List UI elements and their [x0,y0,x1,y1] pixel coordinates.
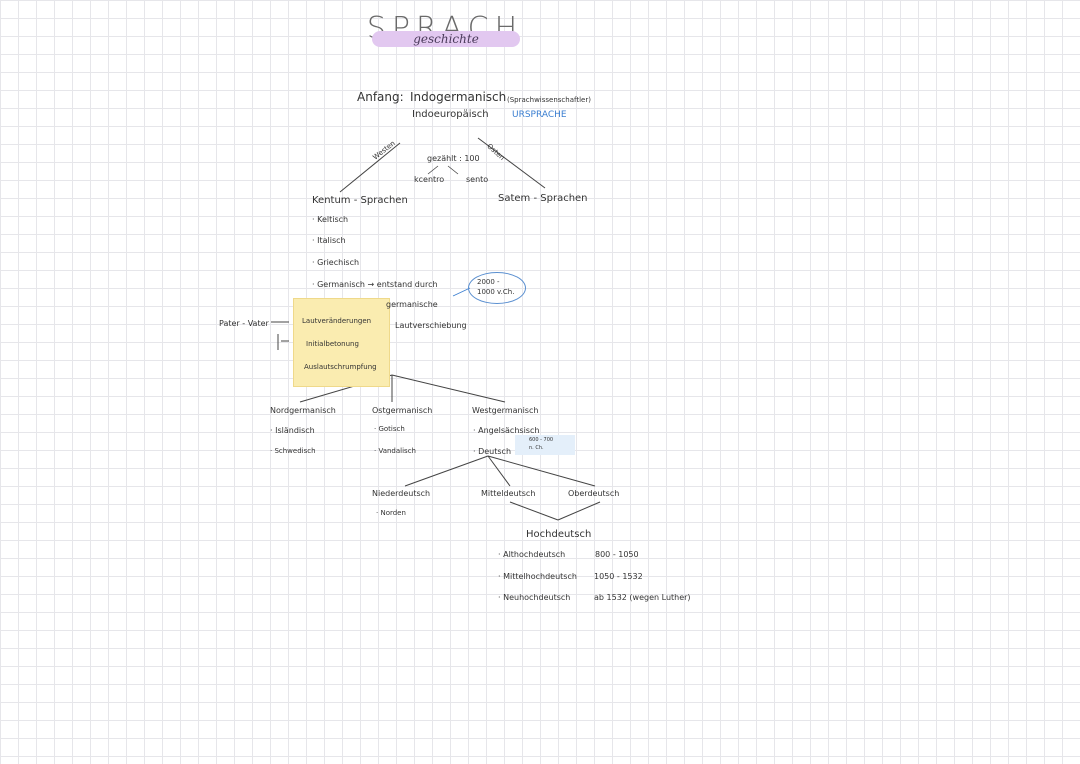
nordgermanisch-item: · Schwedisch [270,447,316,455]
title-subtitle: geschichte [372,31,520,47]
oberdeutsch-label: Oberdeutsch [568,489,620,498]
hochdeutsch-item-name: Althochdeutsch [503,550,566,559]
germanische-line2: Lautverschiebung [395,321,467,330]
kentum-item: · Keltisch [312,215,349,224]
date-note-line1: 600 - 700 [529,437,554,443]
hochdeutsch-item-range: 1050 - 1532 [594,572,643,581]
sticky-note-item: Auslautschrumpfung [304,363,377,371]
sticky-note-item: Initialbetonung [306,340,359,348]
westgermanisch-title: Westgermanisch [472,406,539,415]
westgermanisch-item-label: Deutsch [478,447,512,456]
westgermanisch-item: · Angelsächsisch [473,426,540,435]
kentum-item-label: Germanisch → entstand durch [317,280,438,289]
sticky-note [293,298,390,387]
anfang-label: Anfang: [357,90,404,104]
ober-hoch-line [557,501,601,521]
ostgermanisch-title: Ostgermanisch [372,406,433,415]
ostgermanisch-item: · Gotisch [374,425,405,433]
oval-line2: 1000 v.Ch. [477,288,515,296]
nordgermanisch-item-label: Isländisch [275,426,315,435]
gezaehlt-arrow-right [447,165,459,175]
anfang-note: (Sprachwissenschaftler) [507,96,591,104]
mitteldeutsch-label: Mitteldeutsch [481,489,536,498]
germanische-line1: germanische [386,300,438,309]
satem-branch-line [477,137,546,189]
kentum-item-label: Italisch [317,236,346,245]
westgermanisch-item-label: Angelsächsisch [478,426,540,435]
kentum-item-label: Griechisch [317,258,360,267]
kentum-item-label: Keltisch [317,215,349,224]
hochdeutsch-item: · Neuhochdeutsch [498,593,571,602]
kentum-branch-line [339,142,401,193]
ostgermanisch-item-label: Vandalisch [378,447,416,455]
nordgermanisch-item-label: Schwedisch [274,447,316,455]
mittel-hoch-line [509,501,559,521]
norden-label: Norden [380,509,406,517]
hochdeutsch-item-range: ab 1532 (wegen Luther) [594,593,691,602]
ursprache-label: URSPRACHE [512,110,567,120]
west-branch-line [391,374,506,403]
oval-arrow [452,287,471,297]
gezaehlt-text: gezählt : 100 [427,154,480,163]
sento-word: sento [466,175,489,184]
mittel-branch-line [487,455,511,487]
date-oval [468,272,526,304]
anfang-value: Indogermanisch [410,90,507,104]
ober-branch-line [487,455,596,487]
anfang-alt: Indoeuropäisch [412,109,489,120]
kentum-item: · Italisch [312,236,346,245]
westgermanisch-item: · Deutsch [473,447,512,456]
nieder-branch-line [404,455,489,487]
hochdeutsch-item: · Althochdeutsch [498,550,566,559]
pater-vater-label: Pater - Vater [219,319,269,328]
hochdeutsch-item-name: Mittelhochdeutsch [503,572,577,581]
hochdeutsch-item: · Mittelhochdeutsch [498,572,577,581]
ostgermanisch-item: · Vandalisch [374,447,416,455]
kentum-title: Kentum - Sprachen [312,195,408,206]
kentum-item: · Germanisch → entstand durch [312,280,438,289]
nordgermanisch-title: Nordgermanisch [270,406,336,415]
nordgermanisch-item: · Isländisch [270,426,315,435]
norden-item: · Norden [376,509,406,517]
hochdeutsch-item-name: Neuhochdeutsch [503,593,571,602]
oval-line1: 2000 - [477,278,500,286]
kentum-item: · Griechisch [312,258,360,267]
sticky-note-item: Lautveränderungen [302,317,372,325]
hochdeutsch-item-range: 800 - 1050 [595,550,639,559]
hochdeutsch-title: Hochdeutsch [526,529,592,540]
niederdeutsch-label: Niederdeutsch [372,489,431,498]
date-note-line2: n. Ch. [529,445,544,451]
date-note-box [515,435,575,455]
gezaehlt-arrow-left [427,165,439,175]
satem-title: Satem - Sprachen [498,193,588,204]
kcentro-word: kcentro [414,175,445,184]
ostgermanisch-item-label: Gotisch [378,425,405,433]
